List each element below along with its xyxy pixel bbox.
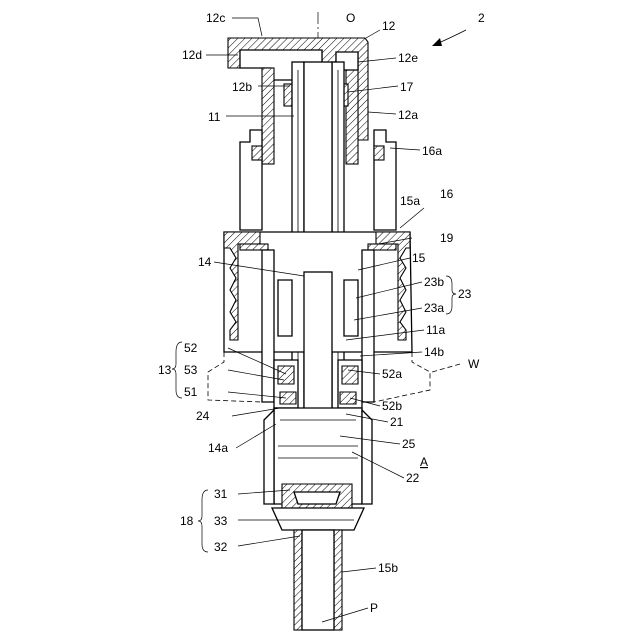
dip-tube-15b <box>294 530 342 630</box>
label-11a: 11a <box>426 323 445 337</box>
label-15a: 15a <box>400 194 420 208</box>
label-18: 18 <box>180 514 194 528</box>
label-23b: 23b <box>424 275 444 289</box>
bracket-13 <box>172 342 182 398</box>
label-15: 15 <box>412 251 426 265</box>
label-14b: 14b <box>424 345 444 359</box>
label-12d: 12d <box>182 48 202 62</box>
label-12e: 12e <box>398 51 418 65</box>
label-15b: 15b <box>378 561 398 575</box>
label-23: 23 <box>458 287 472 301</box>
label-32: 32 <box>214 540 228 554</box>
label-21: 21 <box>390 415 404 429</box>
label-W: W <box>468 357 480 371</box>
w-arrow <box>432 364 460 372</box>
label-12a: 12a <box>398 108 418 122</box>
label-52b: 52b <box>382 399 402 413</box>
label-51: 51 <box>184 385 198 399</box>
label-53: 53 <box>184 363 198 377</box>
label-14: 14 <box>198 255 212 269</box>
label-12: 12 <box>382 19 396 33</box>
label-31: 31 <box>214 487 228 501</box>
label-16a: 16a <box>422 144 442 158</box>
pump-drawing <box>172 12 466 632</box>
label-P: P <box>370 601 378 615</box>
valve-18 <box>272 484 364 530</box>
bracket-18 <box>198 490 208 552</box>
label-23a: 23a <box>424 301 444 315</box>
label-33: 33 <box>214 514 228 528</box>
label-24: 24 <box>196 409 210 423</box>
label-17: 17 <box>400 80 414 94</box>
label-O: O <box>346 11 355 25</box>
bracket-23 <box>446 276 456 314</box>
label-14a: 14a <box>208 441 228 455</box>
label-52: 52 <box>184 341 198 355</box>
figure-number: 2 <box>478 11 485 25</box>
label-12b: 12b <box>232 80 252 94</box>
label-16: 16 <box>440 187 454 201</box>
label-22: 22 <box>406 471 420 485</box>
label-25: 25 <box>402 437 416 451</box>
label-11: 11 <box>208 110 221 124</box>
label-52a: 52a <box>382 367 402 381</box>
label-A: A <box>420 455 428 469</box>
label-19: 19 <box>440 231 454 245</box>
label-13: 13 <box>158 363 172 377</box>
label-12c: 12c <box>206 11 225 25</box>
